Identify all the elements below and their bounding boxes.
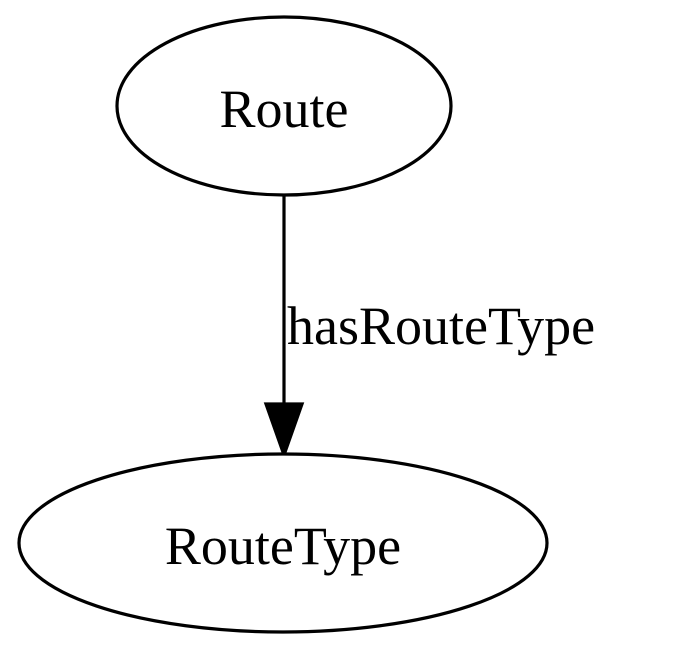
edge-has-route-type: hasRouteType [263,196,595,460]
node-route-type-label: RouteType [165,516,401,576]
node-route-label: Route [220,79,349,139]
arrowhead-icon [263,402,305,460]
node-route-type: RouteType [17,452,549,634]
node-route-shape [115,15,453,197]
node-route-type-shape [17,452,549,634]
node-route: Route [115,15,453,197]
edge-label: hasRouteType [287,296,595,356]
